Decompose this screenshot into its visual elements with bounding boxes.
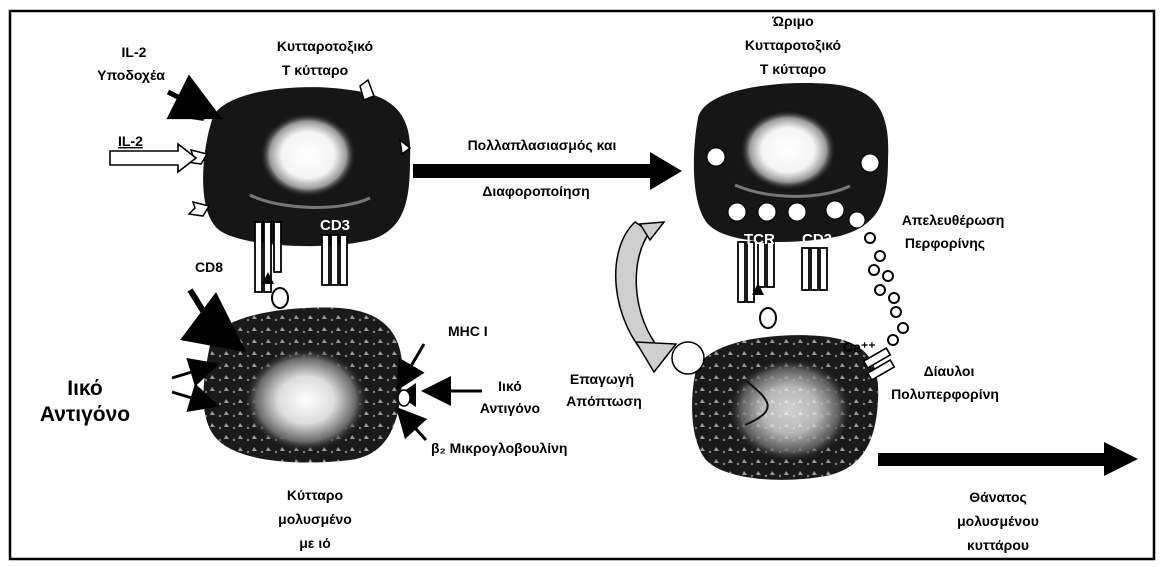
label-b2-microglobulin: β₂ Μικρογλοβουλίνη [431,440,567,456]
label-process-2: Διαφοροποίηση [482,183,589,199]
apoptosis-curved-arrow [616,222,662,360]
infected-cell [203,307,402,462]
frame-border [10,11,1154,559]
label-infected-2: μολυσμένο [278,511,352,527]
label-il2-receptor-2: Υποδοχέα [97,67,165,83]
label-mature-3: Τ κύτταρο [760,61,826,77]
infected-nucleus [244,348,368,452]
death-arrow [878,442,1138,476]
cytotoxic-t-cell [203,87,410,246]
mature-cytotoxic-t-cell [694,83,888,242]
perforin-release [865,233,908,345]
label-apoptosis-1: Επαγωγή [570,371,634,387]
label-cytotoxic-2: Τ κύτταρο [282,62,348,78]
target-cell [672,335,878,480]
label-apoptosis-2: Απόπτωση [566,393,642,409]
label-death-1: Θάνατος [969,489,1027,505]
label-cytotoxic-1: Κυτταροτοξικό [277,38,373,54]
label-cd3-right: CD3 [802,231,832,248]
label-infected-3: με ιό [299,535,331,551]
label-perforin-release-1: Απελευθέρωση [902,212,1005,228]
label-perforin-release-2: Περφορίνης [905,235,985,251]
label-mhc1: MHC I [448,323,488,339]
label-channels-2: Πολυπερφορίνη [891,386,999,402]
label-tcr: TCR [744,231,775,248]
il2-receptor-pointer [168,92,200,108]
cd3-complex-right [802,248,827,290]
label-channels-1: Δίαυλοι [924,363,975,379]
label-viral-antigen-small-2: Αντιγόνο [480,400,540,416]
label-death-3: κυττάρου [967,537,1029,553]
nucleus [260,113,356,197]
label-viral-antigen-small-1: Ιικό [498,378,522,394]
label-calcium: Ca⁺⁺ [843,339,876,355]
label-viral-antigen-big-1: Ιικό [67,377,103,400]
label-infected-1: Κύτταρο [287,487,343,503]
cd3-complex-left [322,235,347,285]
label-il2: IL-2 [118,133,143,149]
label-il2-receptor-1: IL-2 [122,44,147,60]
label-cd3-left: CD3 [320,217,350,234]
label-mature-2: Κυτταροτοξικό [745,37,841,53]
label-cd8: CD8 [195,259,223,275]
label-viral-antigen-big-2: Αντιγόνο [40,403,130,426]
label-mature-1: Ώριμο [771,13,813,29]
label-death-2: μολυσμένου [957,513,1039,529]
label-process-1: Πολλαπλασιασμός και [468,137,617,153]
